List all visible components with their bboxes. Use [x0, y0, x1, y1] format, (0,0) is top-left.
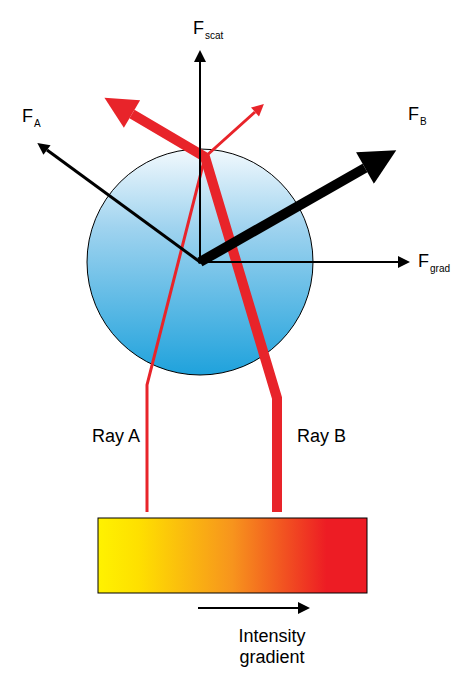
scattering-force-arrow [199, 62, 201, 262]
force-a-arrow [47, 150, 200, 262]
force-b-arrow [200, 168, 365, 262]
gradient-force-arrow [200, 261, 398, 263]
ray-label: Ray A [92, 426, 140, 447]
force-symbol: F [418, 251, 429, 272]
ray-b [132, 114, 277, 512]
gradient-direction-arrow [198, 607, 298, 609]
intensity-bar [98, 518, 367, 593]
ray-label: Ray B [297, 426, 346, 447]
center-dot [198, 260, 202, 264]
force-symbol: F [22, 106, 33, 127]
force-symbol: F [408, 104, 419, 125]
axis-caption: Intensity gradient [212, 626, 332, 667]
force-subscript: scat [205, 30, 223, 42]
force-subscript: A [34, 118, 41, 130]
force-subscript: grad [430, 263, 450, 275]
force-subscript: B [420, 116, 427, 128]
force-symbol: F [193, 18, 204, 39]
